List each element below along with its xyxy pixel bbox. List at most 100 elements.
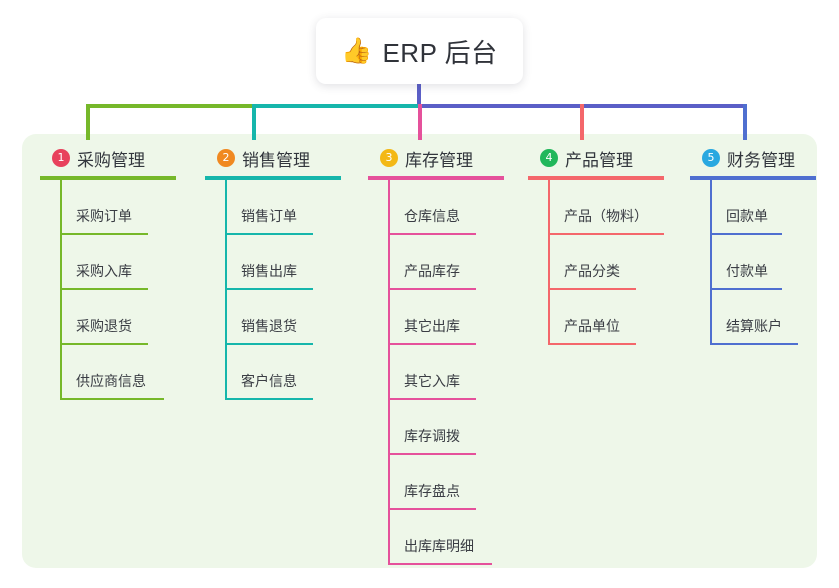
column-badge-4: 4 (540, 149, 558, 167)
leaf-rule (60, 398, 164, 400)
connector-drop-4 (580, 104, 584, 140)
branch-spine-3 (388, 180, 390, 565)
leaf-rule (710, 343, 798, 345)
leaf-rule (225, 233, 313, 235)
leaf-item[interactable]: 产品分类 (548, 235, 664, 290)
column-rule-1 (40, 176, 176, 180)
leaf-label: 付款单 (726, 263, 768, 279)
column-header-4[interactable]: 4 产品管理 (528, 146, 664, 170)
connector-bar-teal (252, 104, 420, 108)
leaf-item[interactable]: 销售订单 (225, 180, 341, 235)
leaf-item[interactable]: 其它入库 (388, 345, 504, 400)
leaf-item[interactable]: 结算账户 (710, 290, 816, 345)
leaf-rule (388, 288, 476, 290)
column-5: 5 财务管理回款单付款单结算账户 (690, 146, 816, 345)
leaf-label: 结算账户 (726, 318, 782, 334)
column-4: 4 产品管理产品（物料） 产品分类产品单位 (528, 146, 664, 345)
leaf-label: 出库库明细 (404, 538, 474, 554)
column-3: 3 库存管理仓库信息产品库存其它出库其它入库库存调拨库存盘点出库库明细 (368, 146, 504, 565)
column-rule-5 (690, 176, 816, 180)
root-node-label: ERP 后台 (382, 37, 498, 68)
leaf-item[interactable]: 采购入库 (60, 235, 176, 290)
column-rule-4 (528, 176, 664, 180)
leaf-item[interactable]: 付款单 (710, 235, 816, 290)
leaf-rule (548, 288, 636, 290)
branch-1: 采购订单采购入库采购退货供应商信息 (40, 180, 176, 400)
column-badge-5: 5 (702, 149, 720, 167)
leaf-label: 库存盘点 (404, 483, 460, 499)
leaf-rule (60, 288, 148, 290)
branch-spine-5 (710, 180, 712, 345)
leaf-item[interactable]: 仓库信息 (388, 180, 504, 235)
root-node[interactable]: 👍 ERP 后台 (316, 18, 523, 84)
leaf-label: 产品（物料） (564, 208, 648, 224)
root-connector-line (417, 84, 421, 106)
leaf-item[interactable]: 供应商信息 (60, 345, 176, 400)
leaf-label: 库存调拨 (404, 428, 460, 444)
leaf-item[interactable]: 产品库存 (388, 235, 504, 290)
leaf-label: 客户信息 (241, 373, 297, 389)
connector-bar-green (86, 104, 254, 108)
leaf-rule (388, 398, 476, 400)
branch-4: 产品（物料） 产品分类产品单位 (528, 180, 664, 345)
column-title-1: 采购管理 (77, 150, 145, 170)
diagram-panel (22, 134, 817, 568)
column-header-5[interactable]: 5 财务管理 (690, 146, 816, 170)
leaf-label: 销售退货 (241, 318, 297, 334)
column-badge-1: 1 (52, 149, 70, 167)
column-1: 1 采购管理采购订单采购入库采购退货供应商信息 (40, 146, 176, 400)
leaf-rule (225, 343, 313, 345)
column-title-5: 财务管理 (727, 150, 795, 170)
leaf-label: 采购入库 (76, 263, 132, 279)
leaf-item[interactable]: 客户信息 (225, 345, 341, 400)
branch-5: 回款单付款单结算账户 (690, 180, 816, 345)
leaf-rule (710, 233, 782, 235)
column-title-4: 产品管理 (565, 150, 633, 170)
leaf-item[interactable]: 其它出库 (388, 290, 504, 345)
leaf-item[interactable]: 出库库明细 (388, 510, 504, 565)
column-header-1[interactable]: 1 采购管理 (40, 146, 176, 170)
leaf-item[interactable]: 采购退货 (60, 290, 176, 345)
connector-drop-3 (418, 104, 422, 140)
leaf-label: 产品库存 (404, 263, 460, 279)
leaf-rule (548, 343, 636, 345)
branch-spine-4 (548, 180, 550, 345)
column-badge-3: 3 (380, 149, 398, 167)
leaf-rule (710, 288, 782, 290)
leaf-item[interactable]: 采购订单 (60, 180, 176, 235)
leaf-item[interactable]: 销售退货 (225, 290, 341, 345)
leaf-item[interactable]: 库存调拨 (388, 400, 504, 455)
leaf-item[interactable]: 产品（物料） (548, 180, 664, 235)
branch-spine-1 (60, 180, 62, 400)
leaf-item[interactable]: 库存盘点 (388, 455, 504, 510)
leaf-rule (388, 233, 476, 235)
leaf-label: 销售订单 (241, 208, 297, 224)
thumbs-up-emoji: 👍 (341, 36, 373, 65)
column-rule-2 (205, 176, 341, 180)
column-rule-3 (368, 176, 504, 180)
column-header-3[interactable]: 3 库存管理 (368, 146, 504, 170)
leaf-label: 采购订单 (76, 208, 132, 224)
branch-spine-2 (225, 180, 227, 400)
leaf-rule (388, 508, 476, 510)
leaf-rule (60, 233, 148, 235)
leaf-rule (60, 343, 148, 345)
leaf-item[interactable]: 回款单 (710, 180, 816, 235)
leaf-rule (388, 453, 476, 455)
leaf-label: 销售出库 (241, 263, 297, 279)
connector-drop-1 (86, 104, 90, 140)
leaf-label: 采购退货 (76, 318, 132, 334)
column-title-3: 库存管理 (405, 150, 473, 170)
connector-drop-2 (252, 104, 256, 140)
branch-2: 销售订单销售出库销售退货客户信息 (205, 180, 341, 400)
leaf-item[interactable]: 产品单位 (548, 290, 664, 345)
leaf-label: 仓库信息 (404, 208, 460, 224)
leaf-item[interactable]: 销售出库 (225, 235, 341, 290)
leaf-label: 产品单位 (564, 318, 620, 334)
leaf-rule (388, 343, 476, 345)
leaf-label: 其它出库 (404, 318, 460, 334)
leaf-label: 供应商信息 (76, 373, 146, 389)
